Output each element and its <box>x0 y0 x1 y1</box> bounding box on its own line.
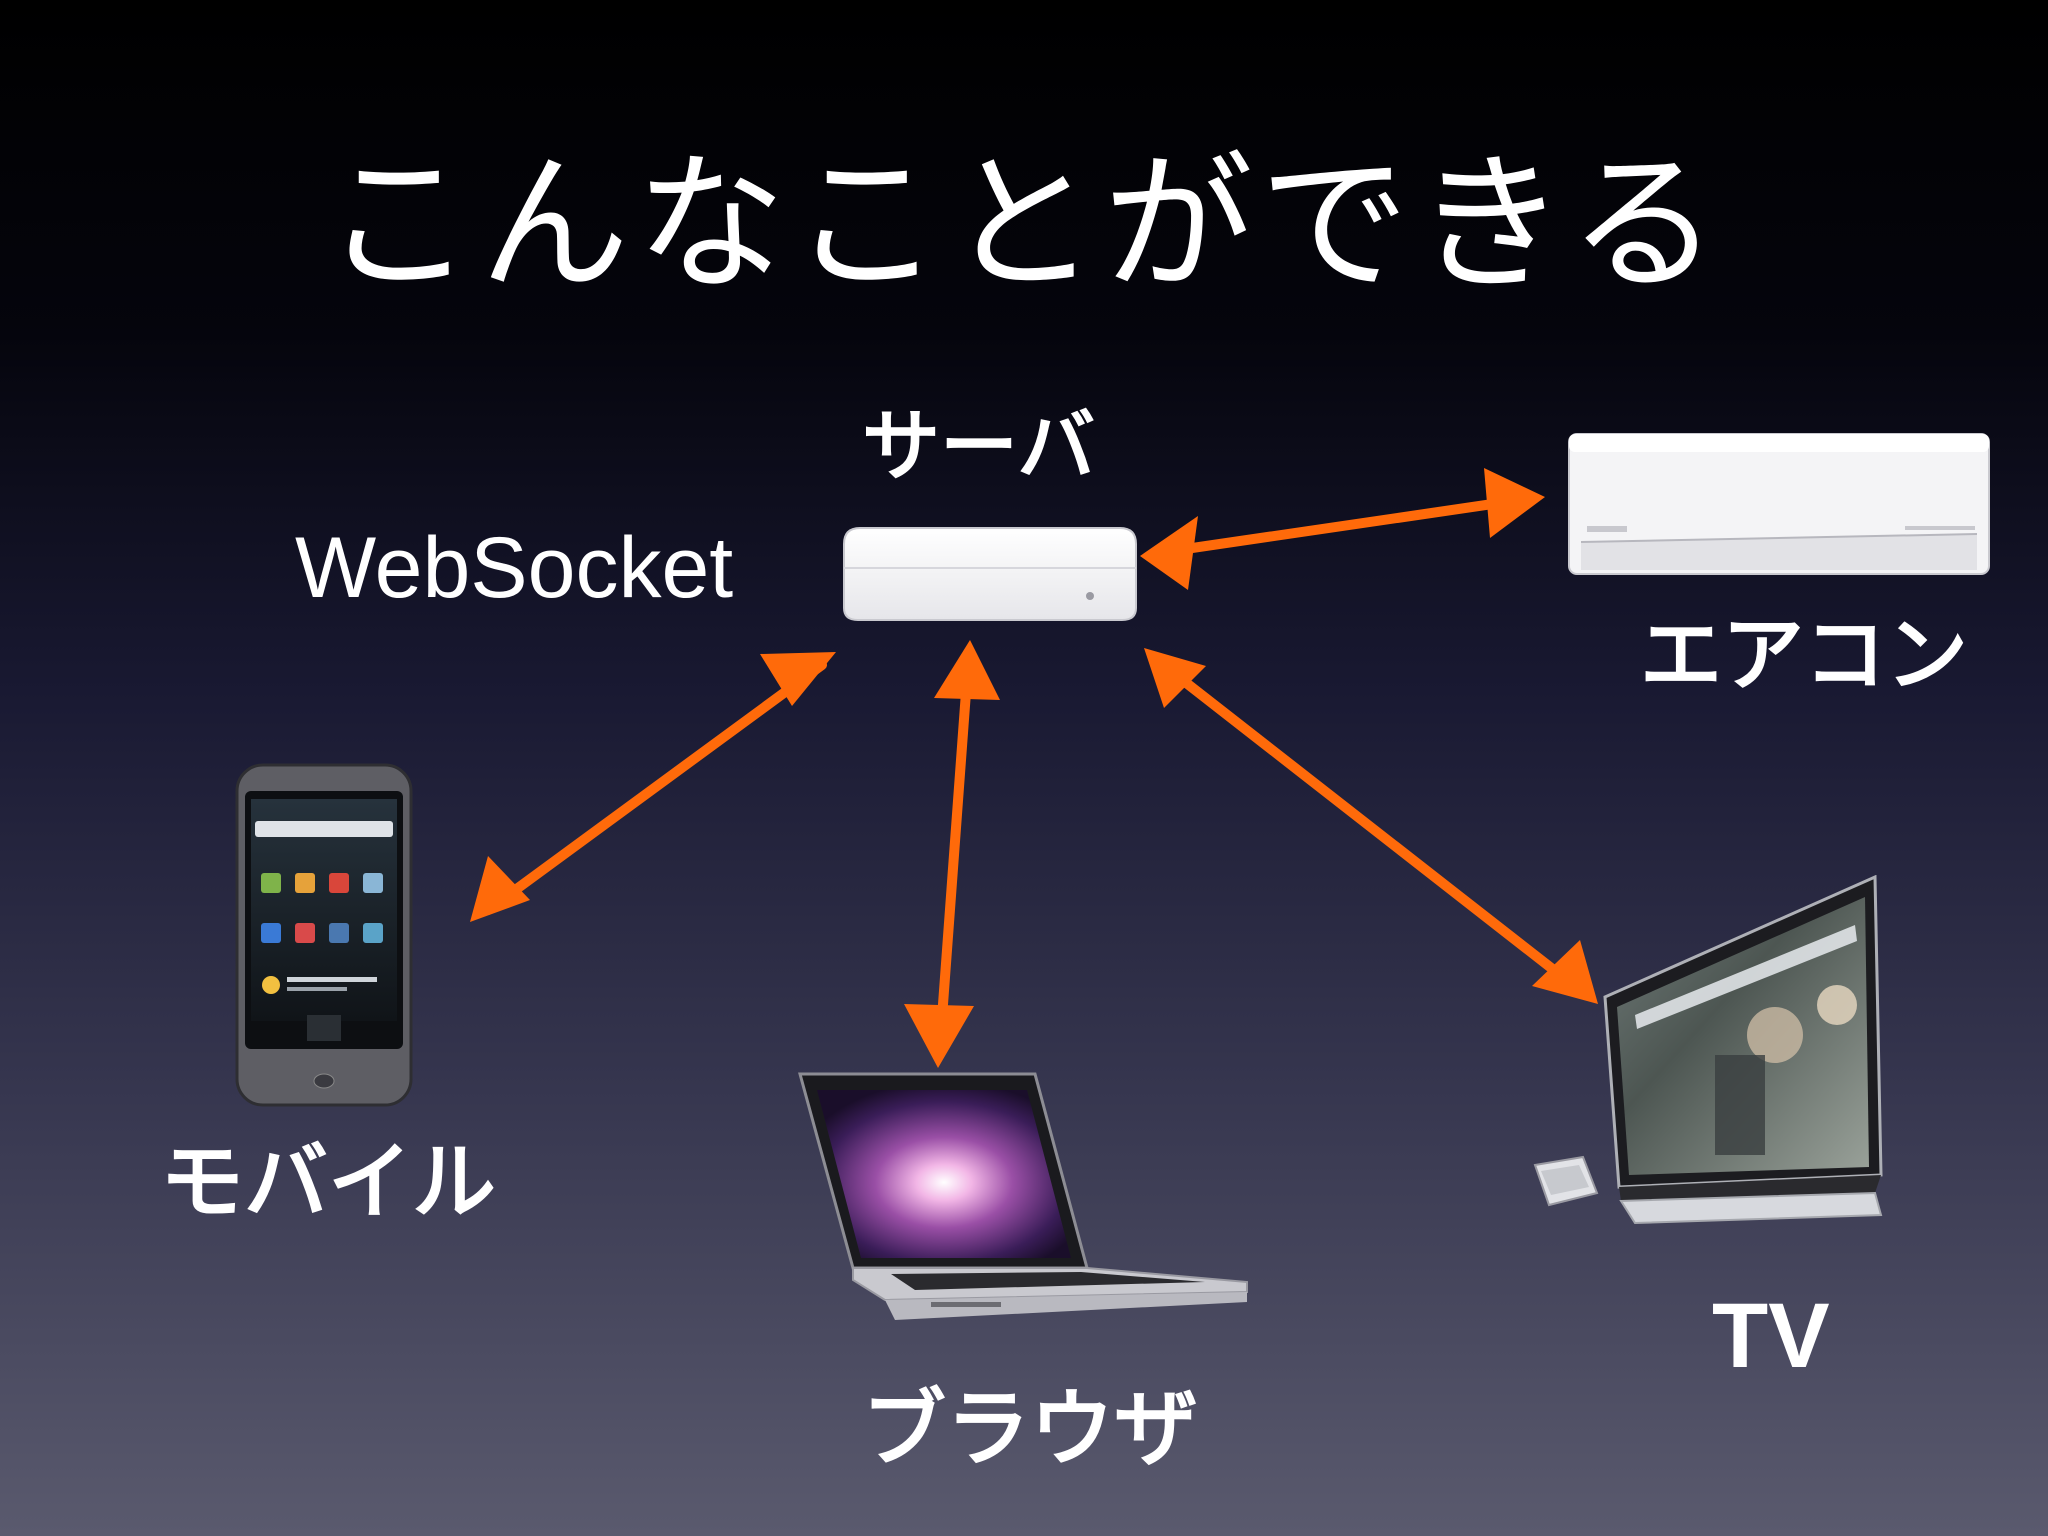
laptop-device <box>798 1072 1248 1320</box>
server-device <box>843 527 1137 621</box>
mobile-label: モバイル <box>160 1133 497 1231</box>
arrowhead <box>1140 516 1198 590</box>
aircon-device <box>1568 433 1990 575</box>
arrowhead <box>904 1004 974 1068</box>
tv-label: TV <box>1712 1285 1830 1387</box>
slide-title: こんなことができる <box>323 138 1725 312</box>
arrow-server-browser <box>935 660 973 1050</box>
arrowhead <box>470 856 530 922</box>
arrow-server-tv <box>1157 659 1587 997</box>
arrowhead <box>1532 940 1598 1004</box>
server-label: サーバ <box>862 402 1096 492</box>
aircon-label: エアコン <box>1640 608 1969 703</box>
arrow-server-mobile <box>483 660 827 915</box>
browser-label: ブラウザ <box>862 1380 1199 1478</box>
arrowhead <box>934 640 1000 700</box>
arrowhead <box>1144 648 1206 708</box>
arrowhead <box>760 652 836 706</box>
arrow-server-aircon <box>1160 495 1525 557</box>
tv-device <box>1533 875 1883 1225</box>
websocket-label: WebSocket <box>295 520 734 616</box>
arrowhead <box>1484 468 1545 538</box>
mobile-device <box>235 763 413 1107</box>
